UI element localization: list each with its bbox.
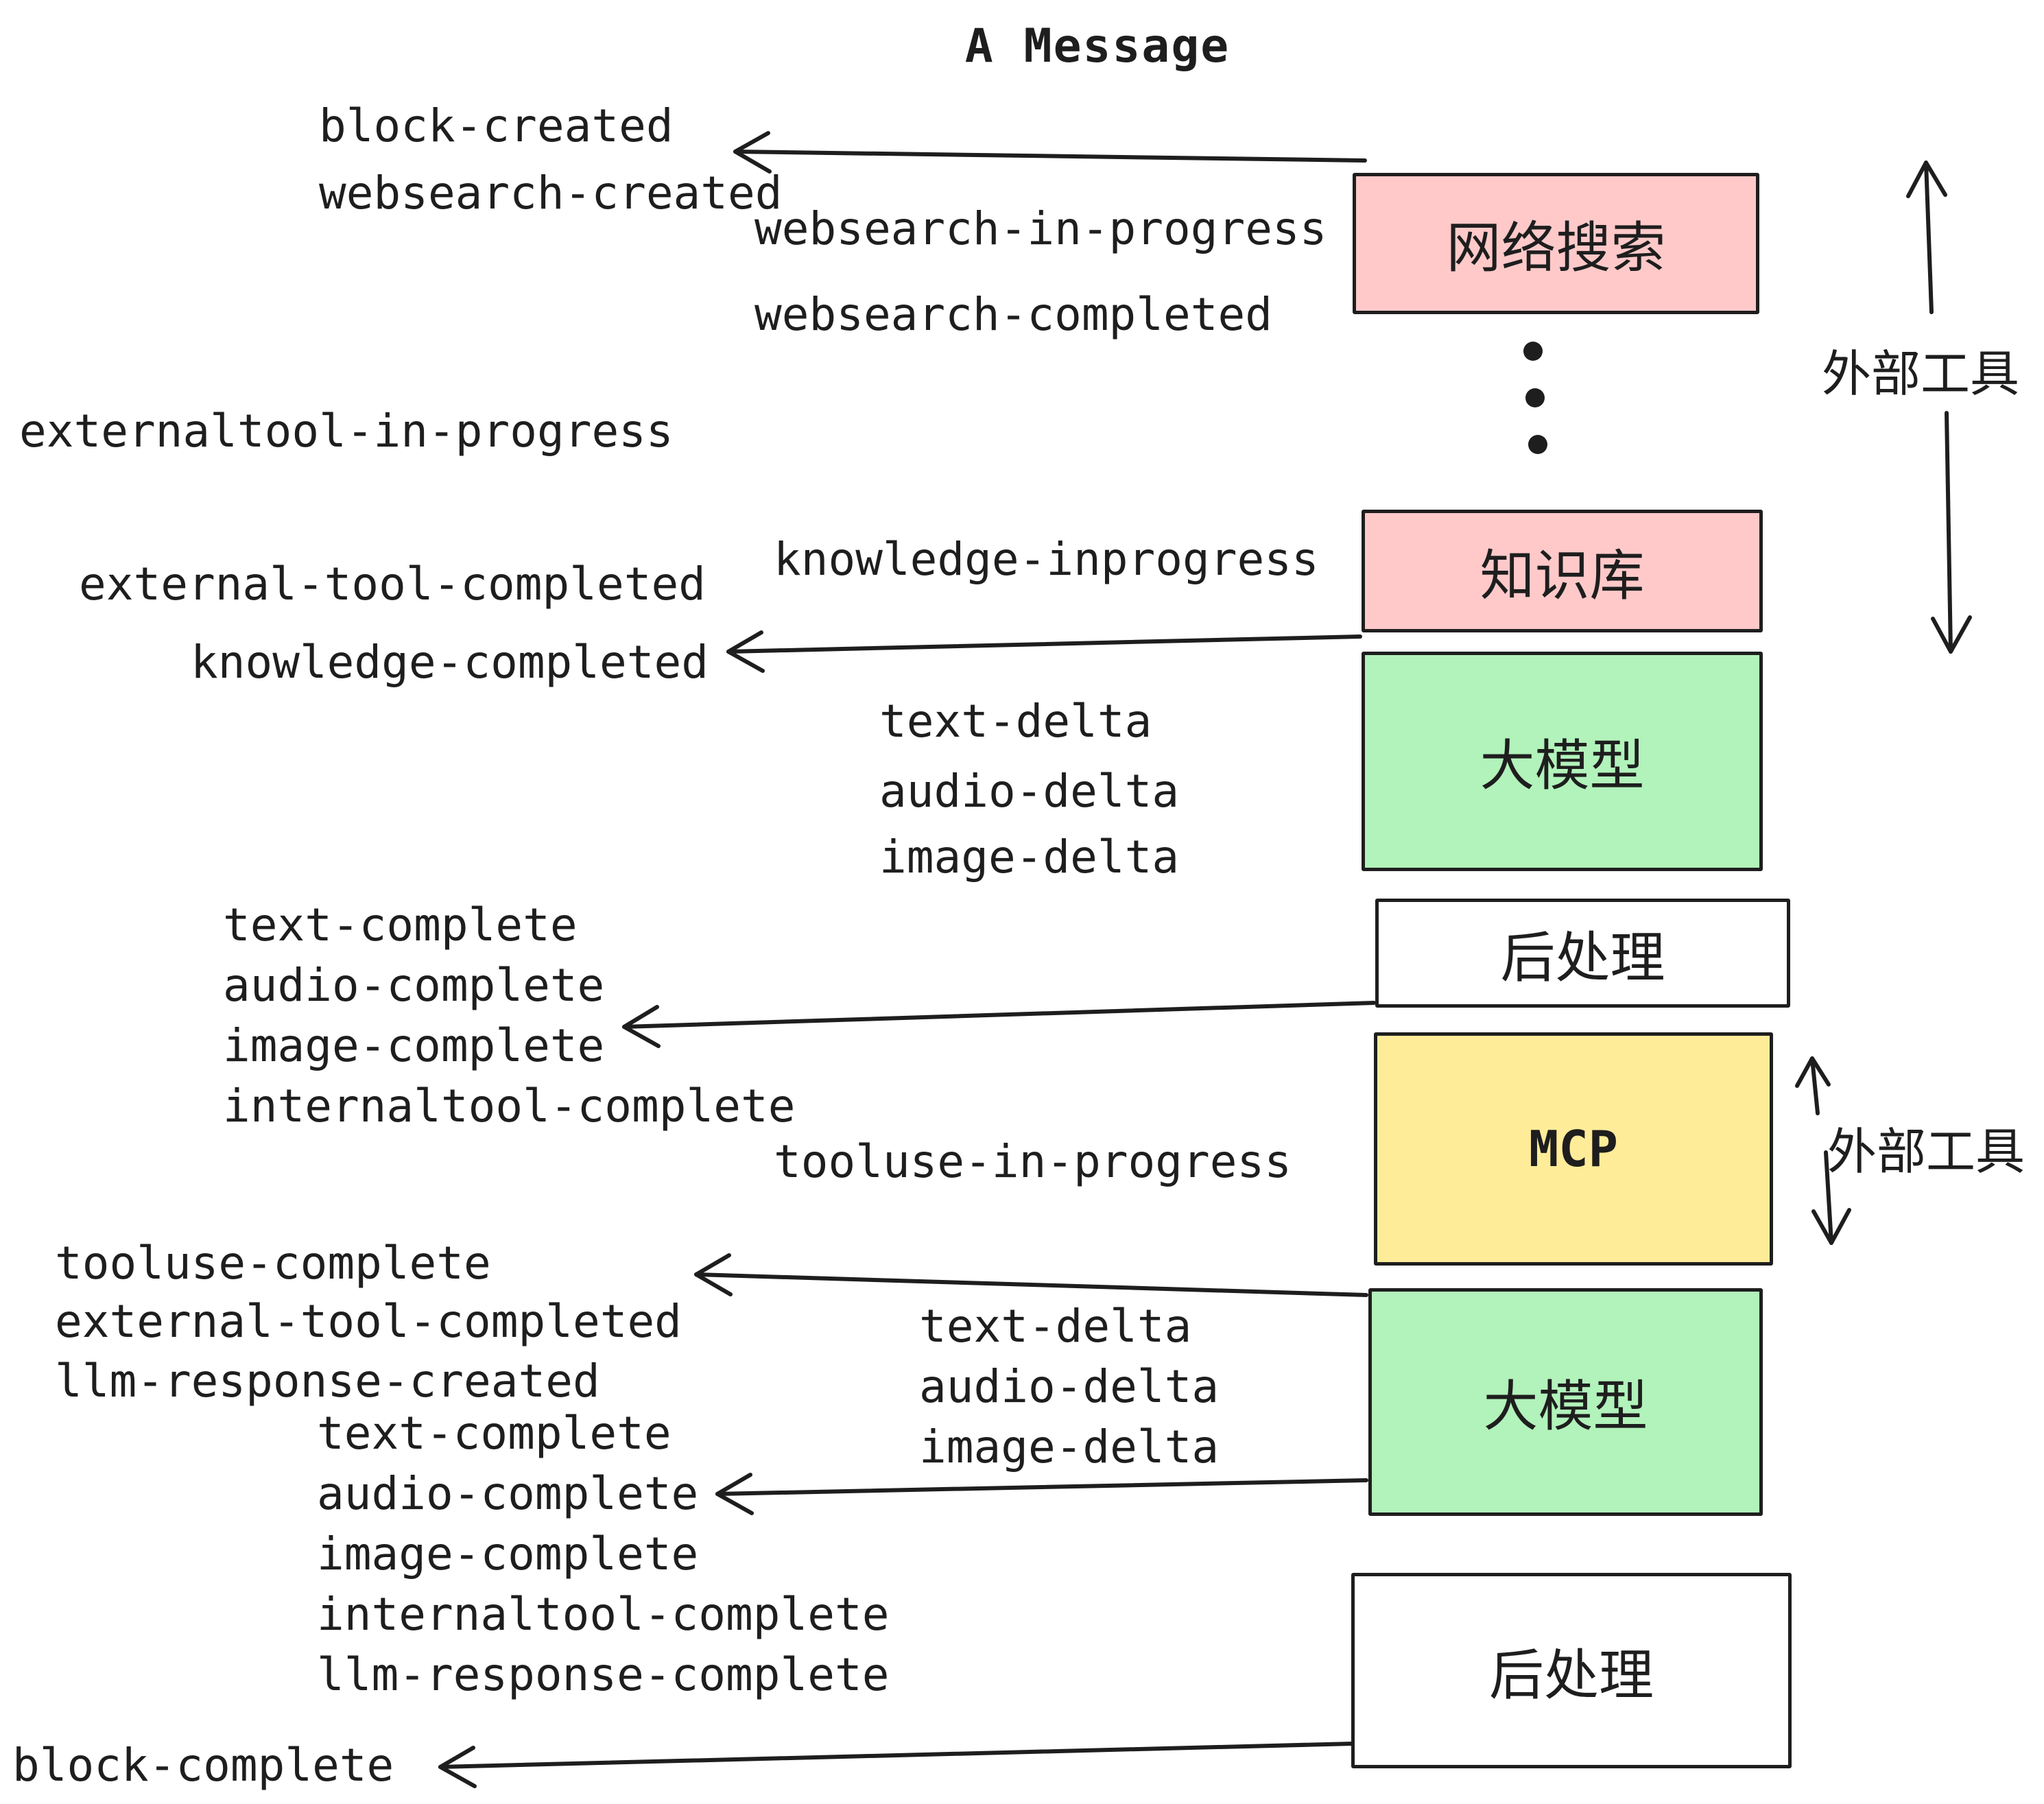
- event-label-llm-response-complete: llm-response-complete: [317, 1648, 890, 1701]
- event-label-tooluse-complete: tooluse-complete: [55, 1237, 491, 1290]
- event-label-text-complete-2: text-complete: [317, 1407, 672, 1460]
- box-llm-1: 大模型: [1362, 652, 1763, 871]
- event-label-audio-complete-2: audio-complete: [317, 1467, 699, 1520]
- event-label-block-created: block-created: [319, 99, 674, 152]
- event-label-audio-delta-2: audio-delta: [919, 1360, 1220, 1413]
- event-label-audio-complete-1: audio-complete: [223, 959, 605, 1012]
- annotation-external-tools-1: 外部工具: [1822, 345, 2020, 403]
- event-label-block-complete: block-complete: [12, 1739, 394, 1792]
- event-label-websearch-completed: websearch-completed: [754, 288, 1272, 341]
- box-websearch: 网络搜索: [1353, 173, 1759, 314]
- event-label-internaltool-complete-1: internaltool-complete: [223, 1080, 796, 1132]
- diagram-title: A Message: [964, 19, 1231, 73]
- event-label-external-tool-completed-2: external-tool-completed: [55, 1295, 682, 1348]
- event-label-image-complete-2: image-complete: [317, 1528, 699, 1580]
- annotation-external-tools-2: 外部工具: [1827, 1123, 2025, 1180]
- event-label-websearch-in-progress: websearch-in-progress: [754, 202, 1327, 255]
- box-postprocess-1: 后处理: [1375, 899, 1790, 1008]
- event-label-external-tool-completed: external-tool-completed: [79, 558, 706, 610]
- event-label-websearch-created: websearch-created: [319, 167, 783, 219]
- event-label-text-complete-1: text-complete: [223, 899, 578, 951]
- external-tools-up-arrow-2-icon: [1795, 1056, 1831, 1115]
- arrow-to-knowledge-completed-icon: [726, 630, 1362, 673]
- arrow-to-audio-complete-icon: [715, 1473, 1368, 1515]
- event-label-audio-delta-1: audio-delta: [879, 765, 1180, 818]
- external-tools-up-arrow-1-icon: [1906, 161, 1947, 314]
- external-tools-down-arrow-1-icon: [1931, 411, 1972, 654]
- box-llm-2: 大模型: [1368, 1288, 1763, 1516]
- box-knowledge-base: 知识库: [1362, 510, 1763, 632]
- vertical-ellipsis-dots: [1523, 342, 1547, 454]
- event-label-knowledge-completed: knowledge-completed: [191, 636, 709, 689]
- event-label-llm-response-created: llm-response-created: [55, 1355, 600, 1408]
- event-label-image-delta-2: image-delta: [919, 1421, 1220, 1473]
- event-label-externaltool-in-progress: externaltool-in-progress: [19, 405, 674, 458]
- event-label-internaltool-complete-2: internaltool-complete: [317, 1588, 890, 1641]
- external-tools-down-arrow-2-icon: [1811, 1150, 1851, 1245]
- box-mcp: MCP: [1374, 1032, 1773, 1266]
- event-label-image-delta-1: image-delta: [879, 831, 1180, 883]
- arrow-to-block-complete-icon: [438, 1742, 1355, 1788]
- event-label-text-delta-2: text-delta: [919, 1300, 1192, 1353]
- arrow-to-external-tool-completed-icon: [694, 1253, 1368, 1297]
- event-label-image-complete-1: image-complete: [223, 1019, 605, 1072]
- event-label-tooluse-in-progress: tooluse-in-progress: [774, 1135, 1292, 1188]
- event-label-knowledge-inprogress: knowledge-inprogress: [774, 533, 1319, 586]
- arrow-to-image-complete-icon: [622, 1001, 1376, 1048]
- box-postprocess-2: 后处理: [1351, 1573, 1792, 1768]
- arrow-to-websearch-created-icon: [733, 131, 1367, 174]
- event-label-text-delta-1: text-delta: [879, 695, 1152, 748]
